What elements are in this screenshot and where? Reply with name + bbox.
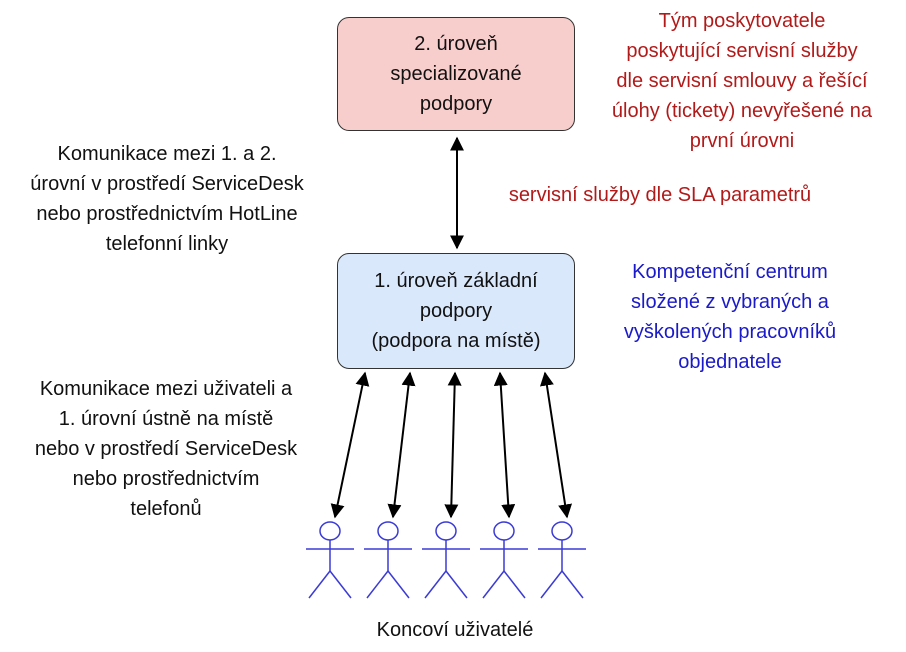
user-link-arrow xyxy=(539,371,573,519)
user-link-arrow xyxy=(493,371,516,519)
user-link-arrow xyxy=(387,371,416,519)
actor-head xyxy=(319,521,341,541)
actor-right-leg xyxy=(329,570,352,599)
actor-head xyxy=(551,521,573,541)
competence-center-note: Kompetenční centrum složené z vybraných … xyxy=(623,261,837,373)
sla-note: servisní služby dle SLA parametrů xyxy=(508,184,812,206)
actor-head xyxy=(493,521,515,541)
user-link-arrow xyxy=(330,371,370,519)
actor-right-leg xyxy=(387,570,410,599)
actor-right-leg xyxy=(445,570,468,599)
user-link-arrow xyxy=(444,371,462,519)
actor-left-leg xyxy=(540,570,563,599)
communication-users-note: Komunikace mezi uživateli a 1. úrovní ús… xyxy=(34,378,298,520)
provider-team-note: Tým poskytovatele poskytující servisní s… xyxy=(611,10,873,152)
end-user-actor xyxy=(538,521,586,599)
level1-support-box: 1. úroveň základní podpory (podpora na m… xyxy=(337,253,575,369)
end-users-label: Koncoví uživatelé xyxy=(376,619,534,641)
actor-left-leg xyxy=(424,570,447,599)
end-user-actor xyxy=(306,521,354,599)
level2-support-box: 2. úroveň specializované podpory xyxy=(337,17,575,131)
actor-left-leg xyxy=(308,570,331,599)
actor-right-leg xyxy=(503,570,526,599)
end-user-actor xyxy=(480,521,528,599)
end-user-actors xyxy=(306,521,586,599)
actor-left-leg xyxy=(366,570,389,599)
user-links xyxy=(330,371,573,519)
level2-support-label: 2. úroveň specializované podpory xyxy=(390,33,522,115)
actor-head xyxy=(435,521,457,541)
actor-head xyxy=(377,521,399,541)
end-user-actor xyxy=(364,521,412,599)
communication-l1-l2-note: Komunikace mezi 1. a 2. úrovní v prostře… xyxy=(30,143,304,255)
end-user-actor xyxy=(422,521,470,599)
actor-left-leg xyxy=(482,570,505,599)
level1-support-label: 1. úroveň základní podpory (podpora na m… xyxy=(371,270,541,352)
actor-right-leg xyxy=(561,570,584,599)
